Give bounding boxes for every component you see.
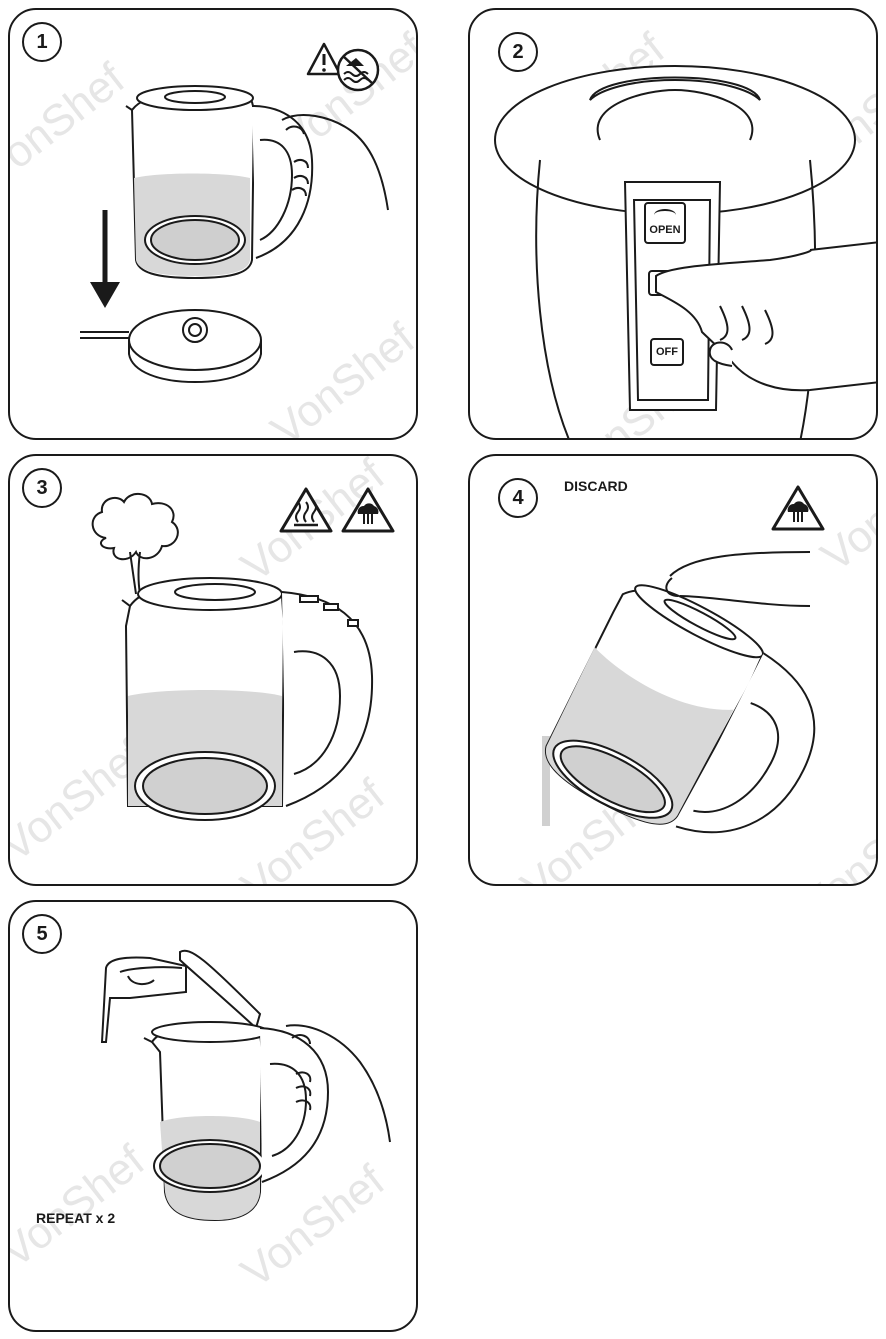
kettle-filling-illustration <box>100 949 391 1222</box>
step-number: 5 <box>22 914 62 954</box>
step-1-panel: VonShef VonShef VonShef 1 <box>8 8 418 440</box>
off-button[interactable]: OFF <box>650 338 684 366</box>
step-caption: DISCARD <box>564 478 628 494</box>
warning-no-immerse-icon <box>306 40 386 97</box>
step-number: 3 <box>22 468 62 508</box>
step-4-panel: VonShef VonShef VonShef 4 DISCARD <box>468 454 878 886</box>
kettle-pouring-illustration <box>542 551 816 834</box>
off-button-label: OFF <box>656 346 678 358</box>
steam-warning-icon <box>770 484 826 537</box>
step-2-panel: VonShef VonShef VonShef 2 OPEN OFF <box>468 8 878 440</box>
step-3-panel: VonShef VonShef VonShef 3 <box>8 454 418 886</box>
open-button-label: OPEN <box>649 224 681 236</box>
finger-press-illustration <box>655 241 876 392</box>
step-number: 4 <box>498 478 538 518</box>
step-caption: REPEAT x 2 <box>36 1210 116 1226</box>
kettle-boiling-illustration <box>91 493 374 821</box>
open-icon <box>654 209 676 221</box>
step-5-panel: VonShef VonShef 5 REPEAT x 2 <box>8 900 418 1332</box>
kettle-lift-illustration <box>80 85 389 384</box>
open-button[interactable]: OPEN <box>644 202 686 244</box>
steam-warning-icon <box>340 486 396 539</box>
hot-surface-warning-icon <box>278 486 334 539</box>
step-number: 1 <box>22 22 62 62</box>
step-number: 2 <box>498 32 538 72</box>
